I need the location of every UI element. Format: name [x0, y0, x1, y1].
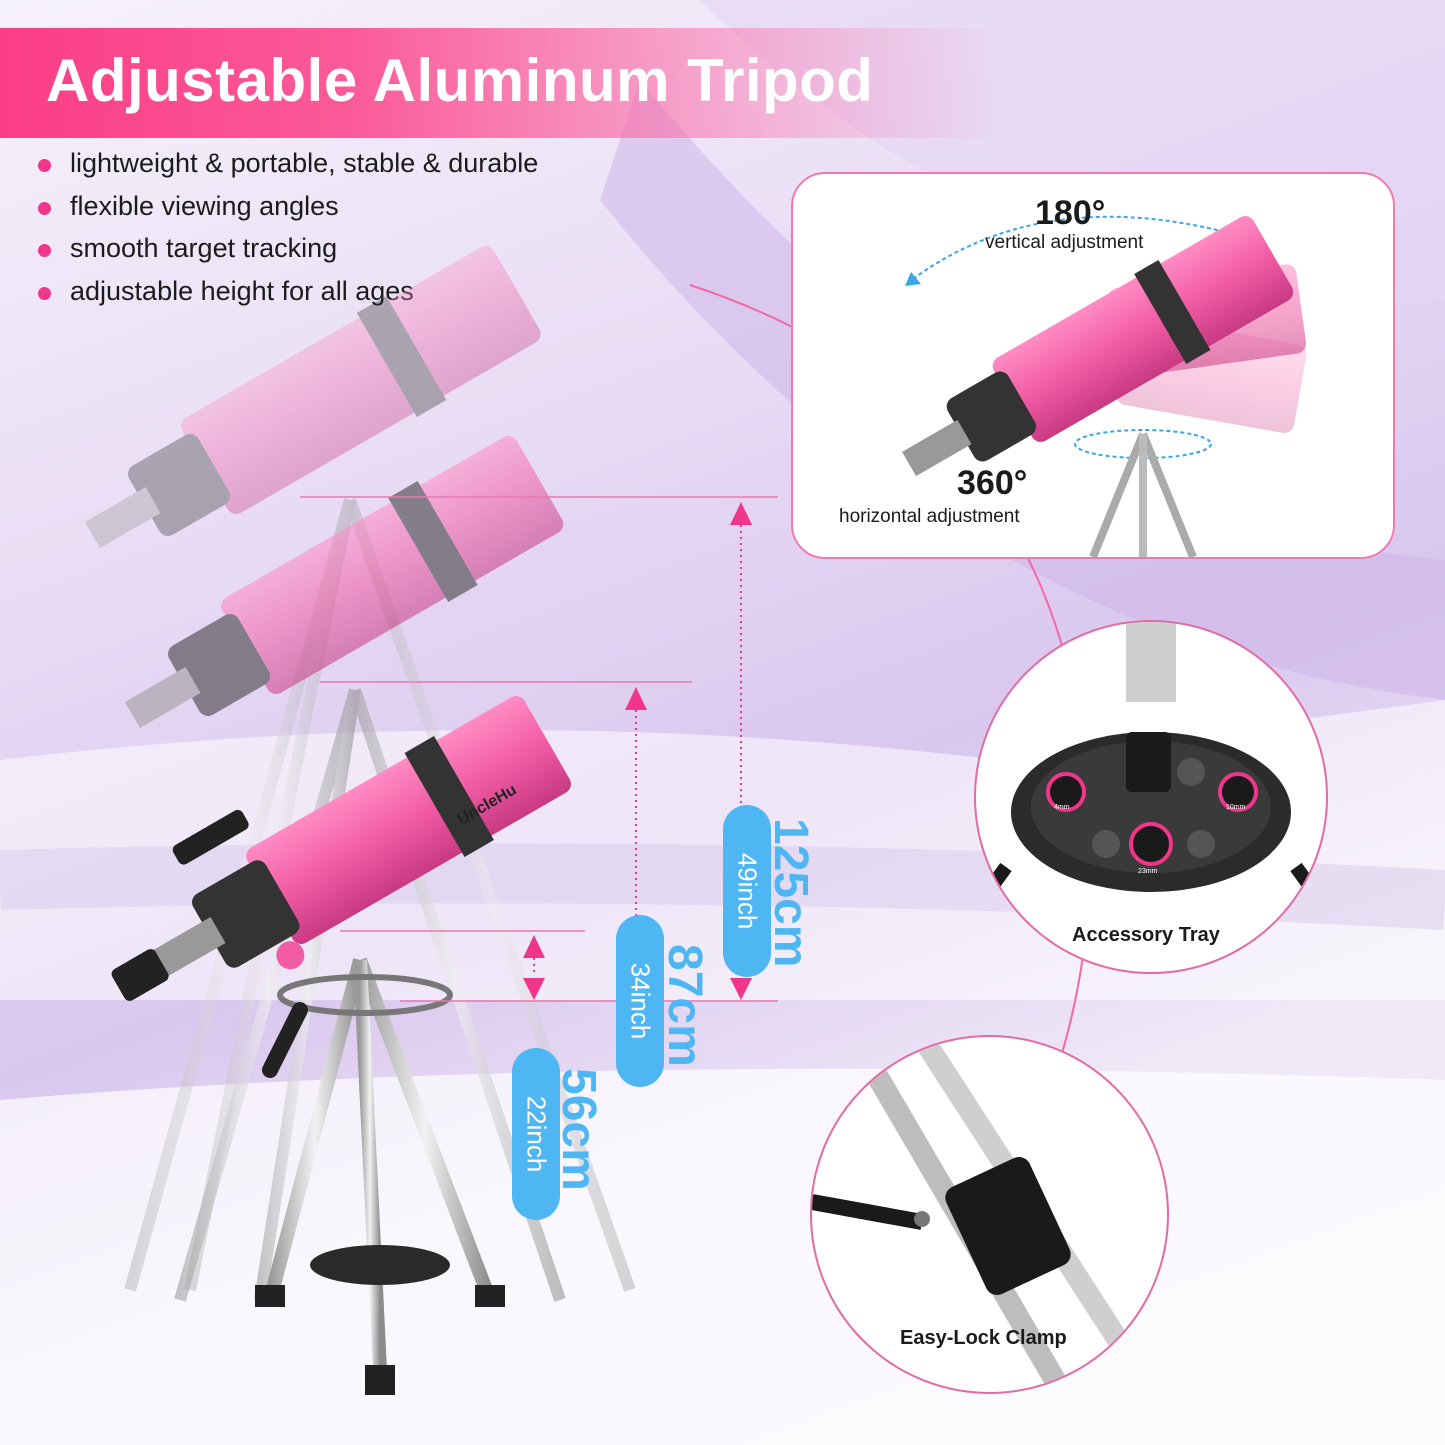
bullet-dot-icon [38, 286, 51, 300]
eyepiece-label: 10mm [1226, 804, 1246, 811]
bullet-dot-icon [38, 244, 51, 257]
horizontal-label: horizontal adjustment [839, 506, 1020, 527]
easy-lock-clamp-label: Easy-Lock Clamp [900, 1327, 1067, 1349]
rotation-callout: 180° vertical adjustment 360° horizontal… [791, 172, 1395, 559]
vertical-label: vertical adjustment [985, 232, 1144, 253]
clamp-illustration [812, 1037, 1152, 1392]
eyepiece-label: 23mm [1138, 868, 1158, 875]
metric-label-125cm: 125cm [764, 818, 817, 968]
imperial-pill-125cm: 49inch [723, 805, 771, 977]
height-guides [300, 496, 778, 1002]
metric-label-87cm: 87cm [658, 944, 711, 1067]
bullet-dot-icon [38, 159, 51, 172]
feature-item: lightweight & portable, stable & durable [38, 148, 538, 191]
imperial-pill-87cm: 34inch [616, 915, 664, 1087]
accessory-tray-label: Accessory Tray [1072, 924, 1220, 946]
imperial-pill-56cm: 22inch [512, 1048, 560, 1220]
vertical-angle: 180° [1035, 194, 1106, 232]
metric-label-56cm: 56cm [552, 1068, 605, 1191]
eyepiece-label: 4mm [1054, 804, 1070, 811]
feature-item: smooth target tracking [38, 233, 538, 276]
feature-list: lightweight & portable, stable & durable… [38, 148, 538, 318]
accessory-tray-illustration [976, 622, 1326, 921]
bullet-dot-icon [38, 201, 51, 215]
page-title: Adjustable Aluminum Tripod [46, 47, 874, 114]
telescope-shortest: UncleHu [111, 696, 571, 1395]
horizontal-angle: 360° [957, 464, 1028, 502]
feature-item: adjustable height for all ages [38, 276, 538, 319]
accessory-tray-circle: 4mm 10mm 23mm Accessory Tray [974, 620, 1328, 974]
feature-item: flexible viewing angles [38, 191, 538, 234]
title-banner [0, 28, 1000, 138]
rotation-illustration [902, 215, 1307, 557]
easy-lock-clamp-circle: Easy-Lock Clamp [810, 1035, 1169, 1394]
